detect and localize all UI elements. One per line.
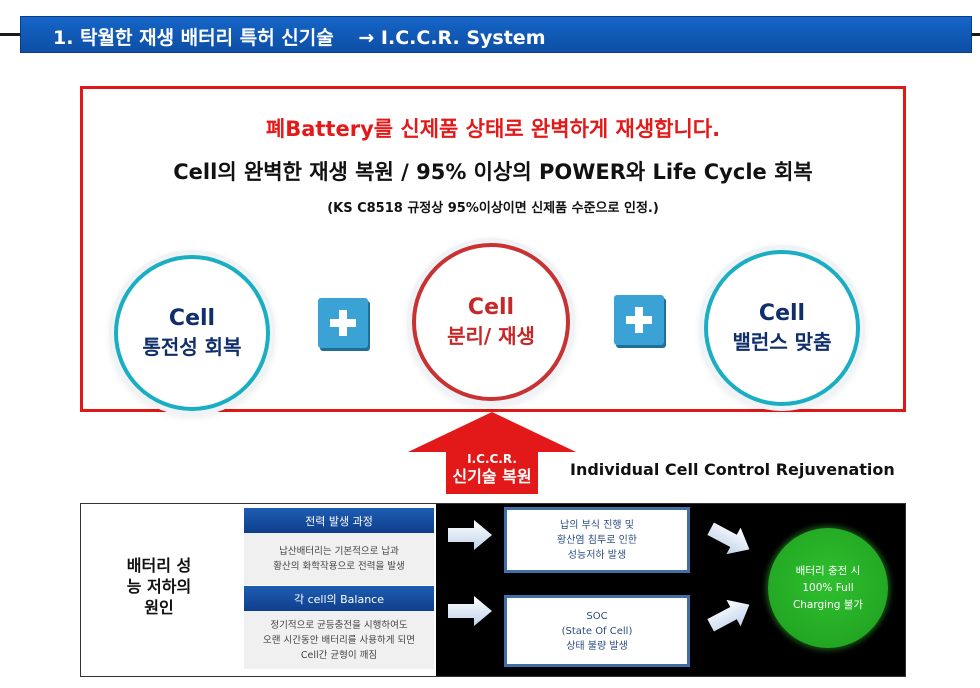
cause-desc-line: Cell간 균형이 깨짐 [300,649,378,661]
final-result-line: 100% Full [802,581,854,594]
circle-separation: Cell 분리/ 재생 [412,243,570,401]
final-result-line: Charging 불가 [792,598,864,611]
summary-headline: 폐Battery를 신제품 상태로 완벽하게 재생합니다. [265,117,721,141]
cause-desc-balance: 정기적으로 균등충전을 시행하여도 오랜 시간동안 배터리를 사용하게 되면 C… [244,611,434,669]
section-header: 1. 탁월한 재생 배터리 특허 신기술 → I.C.C.R. System [20,16,972,53]
final-result-circle: 배터리 충전 시 100% Full Charging 불가 [768,528,888,648]
summary-note: (KS C8518 규정상 95%이상이면 신제품 수준으로 인정.) [327,201,659,216]
arrow-label-line2: 신기술 복원 [452,467,532,486]
causes-title-line: 배터리 성 [126,556,192,575]
cause-desc-line: 납산배터리는 기본적으로 납과 [279,546,399,557]
cause-heading-power: 전력 발생 과정 [244,508,434,533]
final-result-line: 배터리 충전 시 [795,564,861,577]
circle-subtitle: 분리/ 재생 [447,324,535,348]
result-line: 납의 부식 진행 및 [560,519,634,531]
result-box-corrosion: 납의 부식 진행 및 황산염 침투로 인한 성능저하 발생 [504,507,690,573]
circle-title: Cell [758,301,806,326]
diagonal-arrow-icon [707,599,750,632]
plus-icon [614,295,664,345]
causes-title-line: 능 저하의 [126,577,192,596]
circle-title: Cell [467,295,515,320]
right-arrow-icon [448,596,492,626]
cause-desc-power: 납산배터리는 기본적으로 납과 황산의 화학작용으로 전력을 발생 [244,533,434,585]
result-line: (State Of Cell) [561,625,633,637]
circle-subtitle: 밸런스 맞춤 [732,330,832,354]
result-line: 상태 불량 발생 [566,640,628,652]
causes-title: 배터리 성 능 저하의 원인 [94,555,224,618]
cause-desc-line: 황산의 화학작용으로 전력을 발생 [273,561,405,572]
result-box-soc: SOC (State Of Cell) 상태 불량 발생 [504,595,690,667]
section-title-text: 1. 탁월한 재생 배터리 특허 신기술 [53,27,334,49]
arrow-label-line1: I.C.C.R. [467,452,517,466]
result-line: SOC [586,610,608,622]
right-arrow-icon [448,520,492,550]
circle-conductivity: Cell 통전성 회복 [114,255,270,411]
circle-subtitle: 통전성 회복 [142,335,242,359]
section-title-arrow: → I.C.C.R. System [358,27,546,49]
result-line: 황산염 침투로 인한 [557,534,637,546]
causes-title-line: 원인 [144,598,174,617]
section-title: 1. 탁월한 재생 배터리 특허 신기술 → I.C.C.R. System [53,23,546,50]
icrj-caption: Individual Cell Control Rejuvenation [570,460,895,479]
cause-desc-line: 오랜 시간동안 배터리를 사용하게 되면 [263,634,415,646]
arrow-label: I.C.C.R. 신기술 복원 [408,452,576,488]
up-arrow-icon [408,412,576,494]
plus-icon [318,298,368,348]
diagonal-arrow-icon [707,522,750,555]
summary-subheadline: Cell의 완벽한 재생 복원 / 95% 이상의 POWER와 Life Cy… [173,160,813,184]
cause-desc-line: 정기적으로 균등충전을 시행하여도 [270,619,408,631]
result-line: 성능저하 발생 [567,549,627,561]
circle-balance: Cell 밸런스 맞춤 [704,250,860,406]
cause-heading-balance: 각 cell의 Balance [244,586,434,611]
circle-title: Cell [168,306,216,331]
